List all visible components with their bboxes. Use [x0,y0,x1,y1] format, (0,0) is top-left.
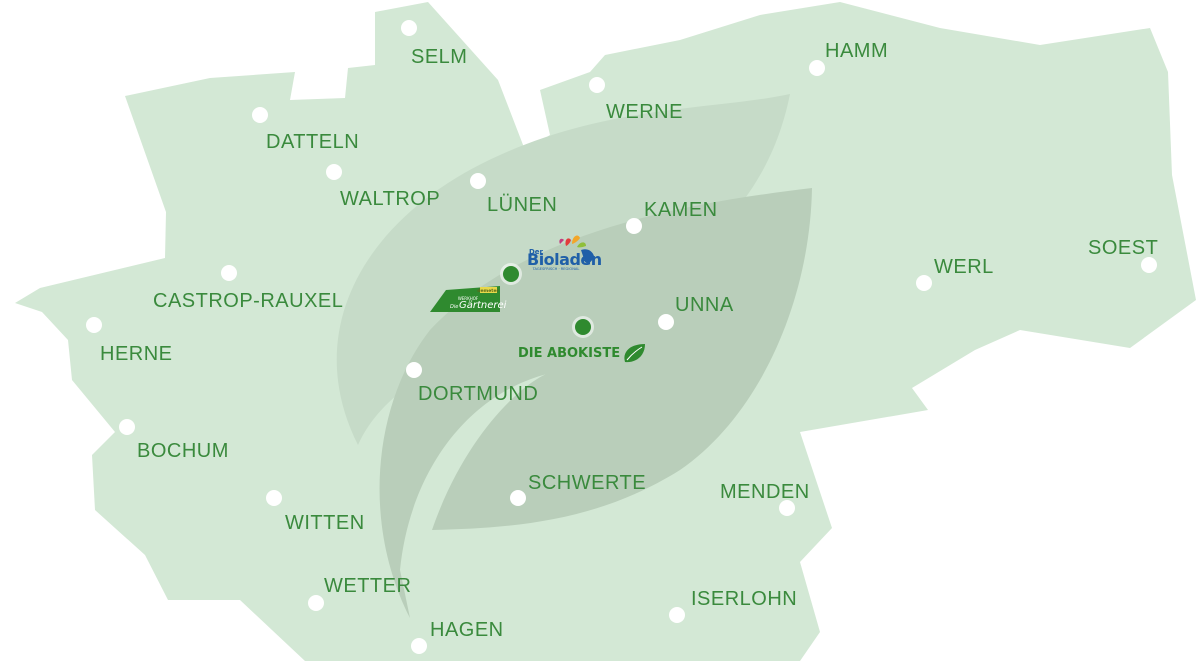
city-dot-iserlohn[interactable] [669,607,685,623]
city-dot-werl[interactable] [916,275,932,291]
city-label-hagen: HAGEN [430,619,504,641]
city-dot-selm[interactable] [401,20,417,36]
city-label-werne: WERNE [606,101,683,123]
city-dot-unna[interactable] [658,314,674,330]
city-label-hamm: HAMM [825,40,888,62]
city-dot-witten[interactable] [266,490,282,506]
city-label-castrop-rauxel: CASTROP-RAUXEL [153,290,343,312]
abokiste-location[interactable]: DIE ABOKISTE [518,316,645,363]
city-label-kamen: KAMEN [644,199,718,221]
city-dot-datteln[interactable] [252,107,268,123]
gaertnerei-logo-text: Gärtnerei [459,300,507,311]
city-label-lünen: LÜNEN [487,194,557,216]
gaertnerei-prefix: Die [450,304,458,310]
city-label-bochum: BOCHUM [137,440,229,462]
gaertnerei-small-text: WERKHOF [458,296,479,301]
city-label-menden: MENDEN [720,481,810,503]
city-dot-soest[interactable] [1141,257,1157,273]
city-dot-hamm[interactable] [809,60,825,76]
abokiste-marker[interactable] [575,319,591,335]
city-dot-werne[interactable] [589,77,605,93]
city-dot-herne[interactable] [86,317,102,333]
city-dot-waltrop[interactable] [326,164,342,180]
city-label-selm: SELM [411,46,467,68]
city-dot-wetter[interactable] [308,595,324,611]
splash-icon [559,235,594,264]
city-dots [86,20,1157,654]
city-label-werl: WERL [934,256,994,278]
city-label-waltrop: WALTROP [340,188,440,210]
city-labels: SELM HAMM WERNE DATTELN WALTROP LÜNEN KAMEN SOE… [100,40,1158,641]
city-label-soest: SOEST [1088,237,1158,259]
city-label-unna: UNNA [675,294,734,316]
city-label-datteln: DATTELN [266,131,359,153]
leaf-icon-vein [626,346,643,361]
city-label-wetter: WETTER [324,575,411,597]
city-dot-schwerte[interactable] [510,490,526,506]
city-dot-lünen[interactable] [470,173,486,189]
city-label-iserlohn: ISERLOHN [691,588,797,610]
city-dot-hagen[interactable] [411,638,427,654]
city-label-herne: HERNE [100,343,173,365]
city-dot-menden[interactable] [779,500,795,516]
city-dot-kamen[interactable] [626,218,642,234]
gaertnerei-marker[interactable] [503,266,519,282]
city-dot-castrop-rauxel[interactable] [221,265,237,281]
city-label-witten: WITTEN [285,512,365,534]
city-dot-bochum[interactable] [119,419,135,435]
demeter-badge [480,287,497,293]
demeter-badge-text: demeter [477,288,499,294]
city-dot-dortmund[interactable] [406,362,422,378]
bioladen-tagline: TAGESFRISCH · REGIONAL [532,267,580,271]
gaertnerei-location[interactable]: demeter WERKHOF Die Gärtnerei [430,263,522,312]
city-label-dortmund: DORTMUND [418,383,538,405]
bioladen-location[interactable]: Der Bioladen TAGESFRISCH · REGIONAL [527,235,602,271]
abokiste-label: DIE ABOKISTE [518,346,620,361]
bioladen-prefix: Der [529,248,544,256]
city-label-schwerte: SCHWERTE [528,472,646,494]
